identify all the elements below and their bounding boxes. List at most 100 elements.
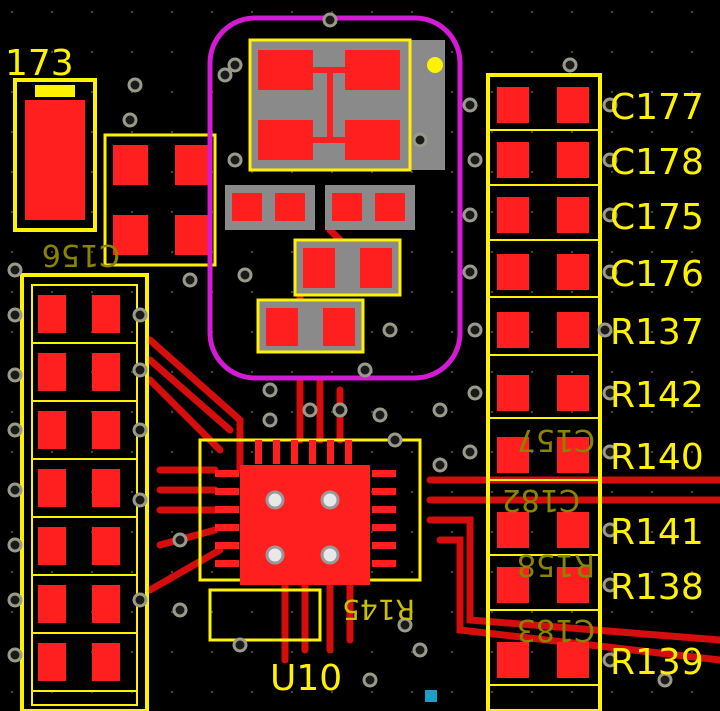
grid-dot [450, 690, 454, 694]
via-icon [132, 592, 148, 608]
grid-dot [490, 450, 494, 454]
grid-dot [10, 570, 14, 574]
grid-dot [410, 290, 414, 294]
grid-dot [610, 650, 614, 654]
grid-dot [490, 130, 494, 134]
label-173: 173 [5, 43, 74, 84]
grid-dot [690, 10, 694, 14]
grid-dot [530, 170, 534, 174]
grid-dot [130, 450, 134, 454]
grid-dot [370, 330, 374, 334]
grid-dot [490, 490, 494, 494]
grid-dot [450, 490, 454, 494]
pin1-marker-icon [427, 57, 443, 73]
grid-dot [690, 170, 694, 174]
grid-dot [650, 330, 654, 334]
grid-dot [290, 250, 294, 254]
grid-dot [330, 410, 334, 414]
grid-dot [290, 290, 294, 294]
grid-dot [650, 530, 654, 534]
grid-dot [690, 290, 694, 294]
via-icon [412, 642, 428, 658]
grid-dot [130, 570, 134, 574]
grid-dot [10, 330, 14, 334]
via-icon [227, 57, 243, 73]
grid-dot [250, 10, 254, 14]
grid-dot [10, 610, 14, 614]
grid-dot [650, 250, 654, 254]
grid-dot [170, 90, 174, 94]
via-icon [237, 267, 253, 283]
pin [215, 524, 239, 531]
grid-dot [10, 10, 14, 14]
pin [291, 440, 298, 464]
via-icon [7, 482, 23, 498]
grid-dot [450, 410, 454, 414]
vias [7, 12, 673, 702]
grid-dot [370, 530, 374, 534]
via-icon [262, 412, 278, 428]
grid-dot [690, 410, 694, 414]
grid-dot [370, 650, 374, 654]
grid-dot [410, 650, 414, 654]
pad [38, 353, 66, 391]
grid-dot [490, 370, 494, 374]
via-icon [657, 672, 673, 688]
grid-dot [450, 570, 454, 574]
grid-dot [290, 370, 294, 374]
grid-dot [50, 250, 54, 254]
grid-dot [250, 610, 254, 614]
grid-dot [170, 570, 174, 574]
grid-dot [410, 370, 414, 374]
grid-dot [490, 410, 494, 414]
via-icon [467, 385, 483, 401]
pad [92, 295, 120, 333]
pad [497, 375, 529, 411]
grid-dot [530, 90, 534, 94]
grid-dot [210, 10, 214, 14]
pin [215, 488, 239, 495]
grid-dot [90, 450, 94, 454]
grid-dot [410, 410, 414, 414]
label-c157: C157 [517, 422, 595, 457]
grid-dot [450, 130, 454, 134]
grid-dot [450, 90, 454, 94]
pin [309, 440, 316, 464]
via-icon [7, 262, 23, 278]
grid-dot [490, 50, 494, 54]
grid-dot [370, 450, 374, 454]
via-icon [397, 617, 413, 633]
grid-dot [530, 250, 534, 254]
grid-dot [490, 610, 494, 614]
grid-dot [90, 290, 94, 294]
grid-dot [570, 50, 574, 54]
pin [215, 470, 239, 477]
grid-dot [50, 10, 54, 14]
via-icon [232, 637, 248, 653]
grid-dot [10, 530, 14, 534]
grid-dot [450, 610, 454, 614]
grid-dot [690, 330, 694, 334]
pad [557, 567, 589, 603]
grid-dot [450, 370, 454, 374]
grid-dot [250, 450, 254, 454]
label-c183: C183 [517, 612, 595, 647]
grid-dot [570, 130, 574, 134]
pad [497, 437, 529, 473]
grid-dot [170, 10, 174, 14]
grid-dot [250, 250, 254, 254]
pad [557, 197, 589, 233]
grid-dot [450, 290, 454, 294]
grid-dot [330, 690, 334, 694]
grid-dot [10, 450, 14, 454]
pad [92, 469, 120, 507]
label-r145: R145 [342, 593, 415, 626]
grid-dot [650, 490, 654, 494]
grid-dot [530, 570, 534, 574]
grid-dot [610, 170, 614, 174]
pin [372, 542, 396, 549]
grid-dot [90, 570, 94, 574]
via-icon [602, 577, 618, 593]
grid-dot [690, 130, 694, 134]
